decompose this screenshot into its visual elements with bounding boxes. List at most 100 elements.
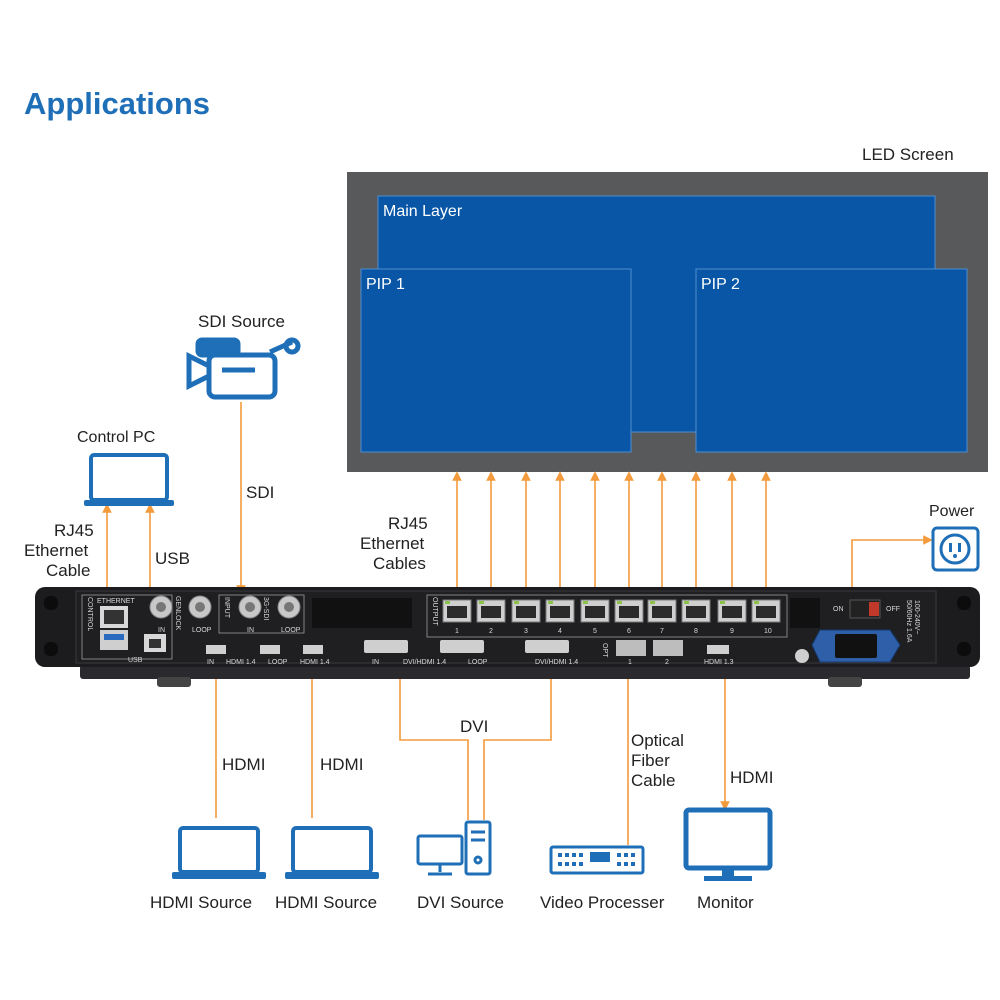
rj45-port-socket xyxy=(619,606,639,618)
laptop-icon xyxy=(172,826,266,879)
pip1-layer xyxy=(360,268,632,453)
rj45-port-socket xyxy=(481,606,501,618)
rack-hole xyxy=(44,596,58,610)
power-outlet-icon xyxy=(931,526,980,572)
ground-screw xyxy=(795,649,809,663)
hdmi-source-1-label: HDMI Source xyxy=(150,893,253,912)
page-title: Applications xyxy=(24,86,211,121)
opt1-number: 1 xyxy=(628,659,632,666)
rj45-led xyxy=(754,601,759,604)
pip2-label: PIP 2 xyxy=(701,276,740,293)
dvi-loop-port xyxy=(440,640,484,653)
ethernet-label: ETHERNET xyxy=(97,598,135,605)
rj45-cables-label-2: Ethernet xyxy=(360,534,425,553)
rj45-led xyxy=(479,601,484,604)
sdi-source-label: SDI Source xyxy=(198,312,285,331)
rj45-port-socket xyxy=(722,606,742,618)
output-port-number: 6 xyxy=(627,628,631,635)
pip1-label: PIP 1 xyxy=(366,276,405,293)
rj45-cable-label-3: Cable xyxy=(46,561,91,580)
monitor-icon xyxy=(683,807,773,881)
power-label: Power xyxy=(929,503,975,520)
usb-label: USB xyxy=(155,549,190,568)
hdmi13-label: HDMI 1.3 xyxy=(704,659,734,666)
rj45-led xyxy=(617,601,622,604)
opt-label: OPT xyxy=(601,643,608,658)
genlock-label: GENLOCK xyxy=(174,596,181,631)
hdmi14-2-label: HDMI 1.4 xyxy=(300,659,330,666)
dvi-arrow-2 xyxy=(483,665,556,820)
hdmi-in-label: IN xyxy=(207,659,214,666)
hdmi-source-2-label: HDMI Source xyxy=(275,893,378,912)
output-port-number: 4 xyxy=(558,628,562,635)
pip2-layer xyxy=(695,268,968,453)
laptop-icon xyxy=(84,453,174,506)
output-port-number: 9 xyxy=(730,628,734,635)
output-port-number: 5 xyxy=(593,628,597,635)
optical-label-1: Optical xyxy=(631,731,684,750)
rj45-cables-label-1: RJ45 xyxy=(388,514,428,533)
optical-label-3: Cable xyxy=(631,771,676,790)
rj45-cables-label-3: Cables xyxy=(373,554,426,573)
rj45-led xyxy=(684,601,689,604)
rj45-led xyxy=(445,601,450,604)
rack-hole xyxy=(957,596,971,610)
dvi2-port xyxy=(525,640,569,653)
processor-device: CONTROL ETHERNET USB GENLOCK IN LOOP INP… xyxy=(35,587,980,687)
rj45-led xyxy=(583,601,588,604)
dvi-loop-label: LOOP xyxy=(468,659,488,666)
rj45-port-socket xyxy=(585,606,605,618)
output-port-number: 3 xyxy=(524,628,528,635)
hdmi14-1-label: HDMI 1.4 xyxy=(226,659,256,666)
rj45-port-socket xyxy=(756,606,776,618)
hdmi-in-port xyxy=(206,645,226,654)
genlock-loop-label: LOOP xyxy=(192,627,212,634)
video-processor-icon xyxy=(549,845,645,875)
hdmi13-port xyxy=(707,645,729,654)
output-port-number: 10 xyxy=(764,628,772,635)
rj45-port-socket xyxy=(652,606,672,618)
optical-label-2: Fiber xyxy=(631,751,670,770)
rack-hole xyxy=(44,642,58,656)
output-port-number: 8 xyxy=(694,628,698,635)
monitor-label: Monitor xyxy=(697,893,754,912)
rj45-led xyxy=(650,601,655,604)
rj45-port-socket xyxy=(686,606,706,618)
hdmi-label-1: HDMI xyxy=(222,755,266,774)
output-port-number: 2 xyxy=(489,628,493,635)
rating-line-2: 100-240V~ xyxy=(913,600,920,634)
main-layer-label: Main Layer xyxy=(383,203,463,220)
dvi-source-label: DVI Source xyxy=(417,893,504,912)
usb-port-label: USB xyxy=(128,657,143,664)
dvi-in-port xyxy=(364,640,408,653)
hdmi2-port xyxy=(303,645,323,654)
output-label: OUTPUT xyxy=(431,597,438,627)
rack-hole xyxy=(957,642,971,656)
rj45-output-ports xyxy=(442,599,781,623)
opt2-number: 2 xyxy=(665,659,669,666)
led-screen: Main Layer PIP 1 PIP 2 xyxy=(347,172,988,472)
output-arrows xyxy=(452,471,771,597)
dvi-in-label: IN xyxy=(372,659,379,666)
video-processer-label: Video Processer xyxy=(540,893,665,912)
rj45-led xyxy=(514,601,519,604)
sdi3g-label: 3G-SDI xyxy=(262,597,269,620)
on-label: ON xyxy=(833,606,844,613)
rj45-cable-label-1: RJ45 xyxy=(54,521,94,540)
opt1-port xyxy=(616,640,646,656)
dvi-label: DVI xyxy=(460,717,489,736)
sdi-loop-label: LOOP xyxy=(281,627,301,634)
hdmi-loop-port xyxy=(260,645,280,654)
opt2-port xyxy=(653,640,683,656)
sdi-in-label: IN xyxy=(247,627,254,634)
rj45-led xyxy=(548,601,553,604)
off-label: OFF xyxy=(886,606,900,613)
hdmi-loop-label: LOOP xyxy=(268,659,288,666)
sdi-label: SDI xyxy=(246,483,275,502)
rj45-cable-label-2: Ethernet xyxy=(24,541,89,560)
dvi-hdmi-2-label: DVI/HDMI 1.4 xyxy=(535,659,578,666)
output-port-number: 7 xyxy=(660,628,664,635)
desktop-computer-icon xyxy=(416,820,492,876)
